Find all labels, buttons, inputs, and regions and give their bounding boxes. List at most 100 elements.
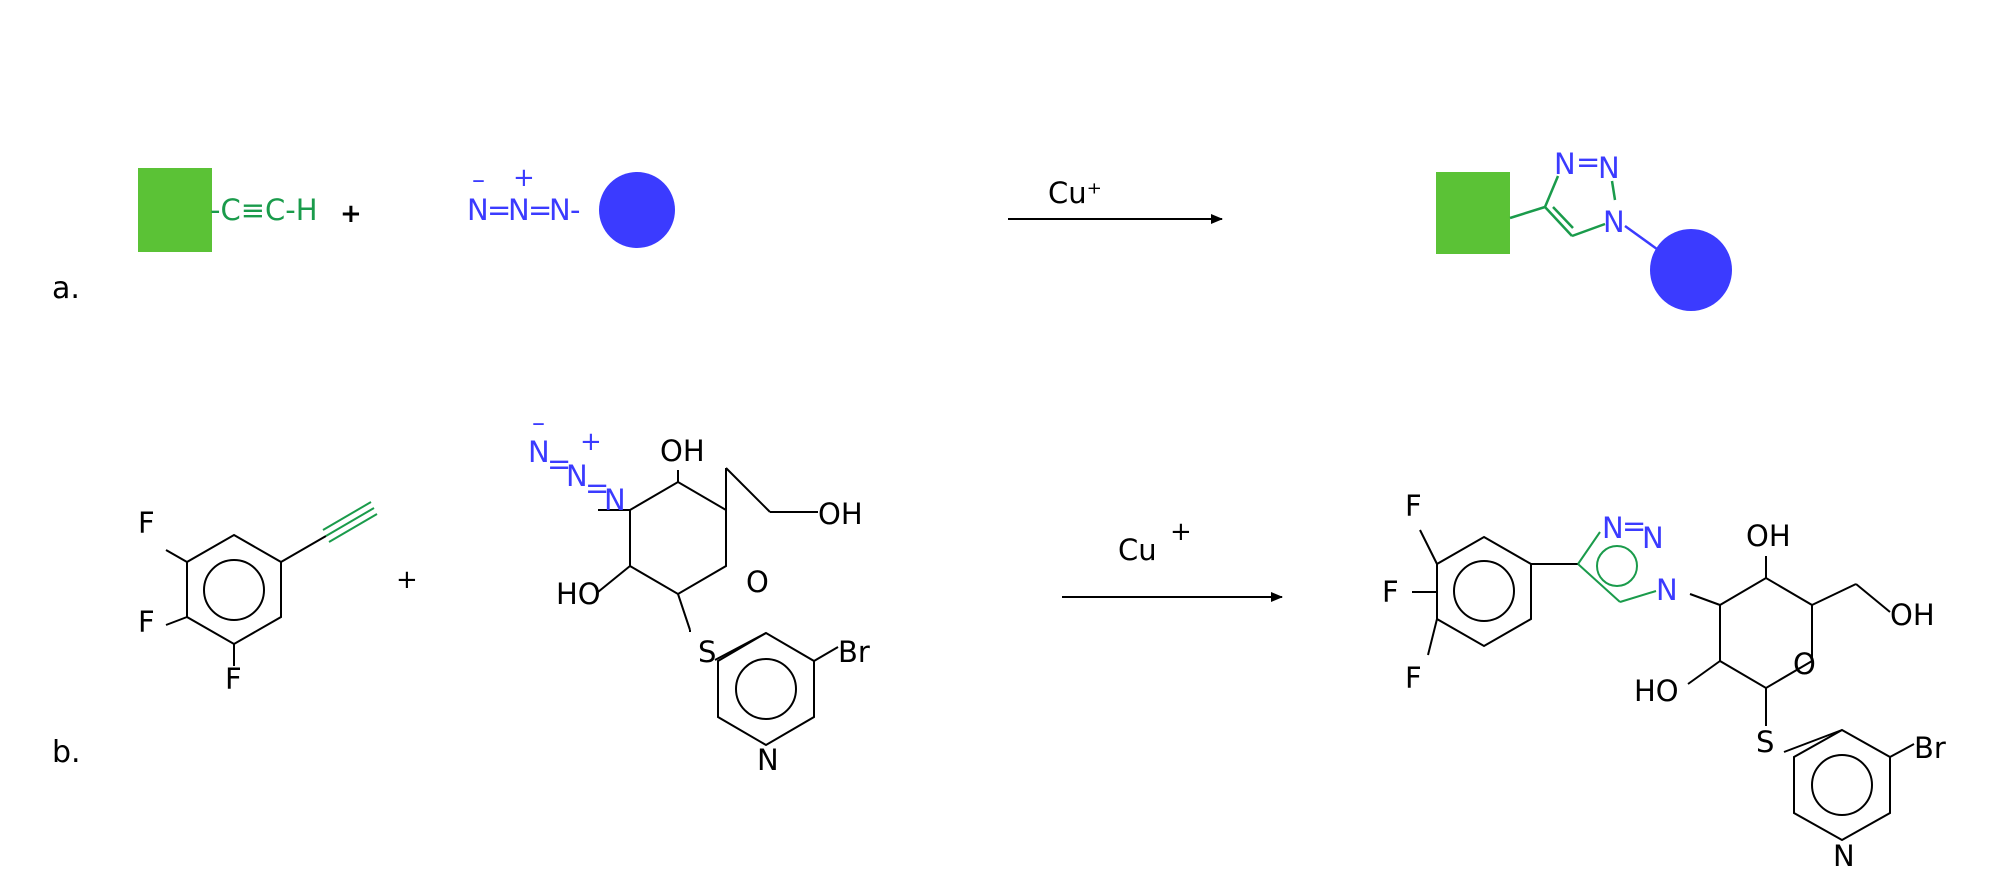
panel-b: b. F F F + (52, 408, 1946, 873)
product-fluorine-3: F (1405, 661, 1422, 695)
triazole-bond (1577, 531, 1601, 565)
hydroxyl-ho: HO (556, 577, 601, 611)
azide-plus-b: + (580, 427, 602, 457)
fluorine-1: F (138, 506, 155, 540)
trifluorophenylacetylene (165, 501, 378, 666)
product-square (1436, 172, 1510, 254)
product-hydroxyl-side: OH (1890, 598, 1935, 632)
product-triazole-a: N = N N (1543, 145, 1669, 259)
plus-sign-a: + (340, 199, 362, 229)
product-hydroxyl-ho: HO (1634, 674, 1679, 708)
pyridine-ring-product (1793, 728, 1891, 842)
aromatic-circle (1453, 560, 1515, 622)
benzene-ring (186, 533, 282, 646)
azide-minus: – (472, 165, 485, 195)
plus-sign-b: + (396, 565, 418, 595)
product-sulfur: S (1756, 725, 1774, 759)
tri-n3: N (1656, 573, 1678, 607)
azide-n2-b: N (566, 459, 588, 493)
tri-eq: = (1622, 509, 1646, 543)
aromatic-circle (203, 559, 265, 621)
ring-oxygen: O (746, 565, 769, 599)
c-c-bond (280, 535, 327, 563)
azide-eq1: = (487, 193, 511, 227)
azide-dash: - (570, 193, 580, 227)
hydroxyl-side: OH (818, 497, 863, 531)
product-circle (1650, 229, 1732, 311)
azide-n1-b: N (528, 435, 550, 469)
triazole-ring-product (1577, 531, 1657, 603)
triazole-bond (1577, 563, 1621, 603)
azide-n3-b: N (604, 483, 626, 517)
azide-substrate-circle (599, 172, 675, 248)
alkyne-group-text: -C≡C-H (210, 193, 318, 227)
triazole-bond (1571, 222, 1606, 238)
product-pyridine-nitrogen: N (1833, 839, 1855, 873)
bromine: Br (838, 635, 870, 669)
c-f-bond (165, 616, 188, 626)
azide-eq1-b: = (547, 447, 571, 481)
alkyne-substrate-square (138, 168, 212, 252)
product-square-bond (1509, 205, 1546, 220)
azide-n2: N (508, 193, 530, 227)
triazole-n2: N (1598, 151, 1620, 185)
sulfur: S (698, 635, 716, 669)
c-f-bond (165, 549, 188, 563)
click-product (1412, 529, 1915, 842)
c-br-bond (1889, 743, 1915, 758)
c-br-bond (813, 646, 839, 662)
n-c-bond (1689, 593, 1721, 606)
ring-bond (725, 467, 771, 513)
azide-minus-b: – (532, 408, 545, 438)
azide-group-a: – + N = N = N - (467, 163, 580, 227)
triazole-aromatic-circle (1596, 545, 1638, 587)
product-triazole-nitrogens: N = N N (1602, 509, 1678, 607)
azide-n1: N (467, 193, 489, 227)
azide-eq2-b: = (585, 471, 609, 505)
product-bromine: Br (1914, 731, 1946, 765)
azido-sugar (597, 467, 839, 747)
pyridine-nitrogen: N (757, 743, 779, 777)
pyranose-ring (629, 480, 727, 596)
ring-bond (1855, 583, 1891, 613)
catalyst-charge-b: + (1170, 517, 1192, 547)
azide-eq2: = (528, 193, 552, 227)
triazole-bond (1610, 180, 1617, 201)
azide-n3: N (549, 193, 571, 227)
fluorine-2: F (138, 605, 155, 639)
ring-bond (597, 565, 631, 593)
aromatic-circle (1811, 754, 1873, 816)
triazole-eq: = (1576, 145, 1600, 179)
benzene-ring-product (1436, 535, 1532, 648)
triazole-n1: N (1554, 147, 1576, 181)
triazole-bond (1619, 590, 1657, 603)
tri-n2: N (1642, 521, 1664, 555)
tri-n1: N (1602, 511, 1624, 545)
s-c-bond (1783, 729, 1843, 753)
ring-bond (1811, 583, 1857, 606)
catalyst-label-a: Cu⁺ (1048, 176, 1102, 210)
hydroxyl-top: OH (660, 434, 705, 468)
c-f-bond (1419, 529, 1438, 565)
panel-b-label: b. (52, 735, 81, 770)
triazole-n-sub: N (1603, 205, 1625, 239)
ring-bond (1687, 660, 1721, 685)
catalyst-label-b: Cu (1118, 533, 1157, 567)
product-ring-oxygen: O (1793, 647, 1816, 681)
panel-a: a. -C≡C-H + – + N = N = N - Cu⁺ N (52, 145, 1732, 311)
triazole-bond (1544, 206, 1573, 237)
aromatic-circle (735, 658, 797, 720)
product-fluorine-2: F (1382, 575, 1399, 609)
alkyne-triple-bond (322, 501, 378, 543)
c-f-bond (1427, 618, 1438, 656)
triazole-bond (1552, 206, 1574, 229)
azide-plus: + (513, 163, 535, 193)
product-fluorine-1: F (1405, 489, 1422, 523)
azide-group-b: – + N = N = N (528, 408, 626, 517)
panel-a-label: a. (52, 271, 80, 306)
ring-bond (677, 593, 691, 631)
triazole-bond (1543, 175, 1560, 208)
fluorine-3: F (225, 662, 242, 696)
product-hydroxyl-top: OH (1746, 519, 1791, 553)
